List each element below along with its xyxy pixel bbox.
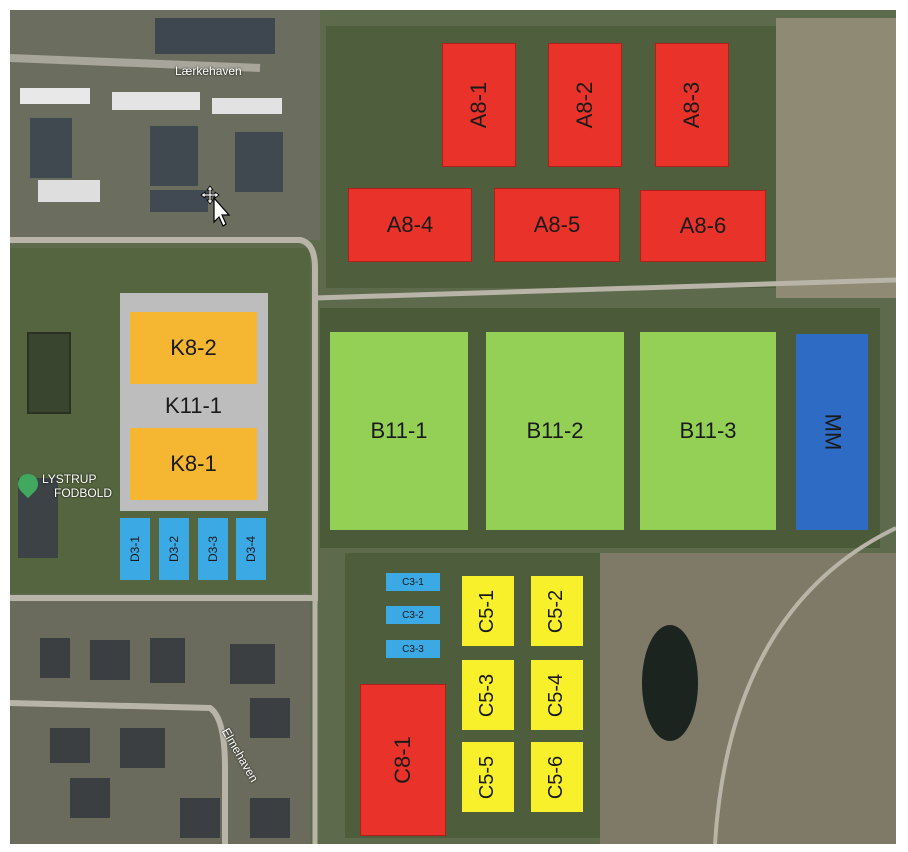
house	[50, 728, 90, 763]
building	[150, 190, 208, 212]
building	[150, 126, 198, 186]
field-b11-3[interactable]: B11-3	[640, 332, 776, 530]
field-c3-3[interactable]: C3-3	[386, 640, 440, 658]
house	[90, 640, 130, 680]
house	[70, 778, 110, 818]
move-cursor-icon	[200, 185, 231, 227]
field-label: D3-3	[205, 535, 220, 563]
field-label: C5-6	[545, 755, 568, 799]
field-label: C5-2	[545, 589, 568, 633]
field-c8-1[interactable]: C8-1	[360, 684, 446, 836]
aerial-map: Lærkehaven Elmehaven LYSTRUP FODBOLD A8-…	[10, 8, 896, 844]
field-label: A8-3	[678, 81, 704, 129]
house	[250, 698, 290, 738]
field-label: C3-3	[402, 643, 424, 655]
field-d3-1[interactable]: D3-1	[120, 518, 150, 580]
field-a8-4[interactable]: A8-4	[348, 188, 472, 262]
house	[120, 728, 165, 768]
field-label: K11-1	[164, 393, 223, 418]
field-k11-1[interactable]: K11-1	[130, 386, 257, 426]
place-label-line1: LYSTRUP	[42, 472, 97, 486]
field-a8-6[interactable]: A8-6	[640, 190, 766, 262]
field-label: B11-1	[370, 418, 428, 443]
field-label: B11-3	[679, 418, 737, 443]
field-c5-6[interactable]: C5-6	[531, 742, 583, 812]
field-k8-1[interactable]: K8-1	[130, 428, 257, 500]
field-c5-5[interactable]: C5-5	[462, 742, 514, 812]
building	[155, 18, 275, 54]
building	[112, 92, 200, 110]
road-laerkehaven	[10, 54, 261, 72]
house	[230, 644, 275, 684]
field-label: C3-2	[402, 609, 424, 621]
field-label: MM	[820, 413, 845, 451]
building	[235, 132, 283, 192]
field-label: D3-2	[166, 535, 181, 563]
field-d3-3[interactable]: D3-3	[198, 518, 228, 580]
field-a8-5[interactable]: A8-5	[494, 188, 620, 262]
path-north	[314, 277, 896, 301]
small-pitch-west	[27, 332, 71, 414]
field-label: K8-2	[170, 335, 217, 360]
field-label: C5-1	[476, 589, 499, 633]
house	[180, 798, 220, 838]
field-a8-3[interactable]: A8-3	[655, 43, 729, 167]
house	[40, 638, 70, 678]
field-d3-4[interactable]: D3-4	[236, 518, 266, 580]
field-label: A8-2	[571, 81, 597, 129]
field-mm[interactable]: MM	[796, 334, 868, 530]
field-b11-1[interactable]: B11-1	[330, 332, 468, 530]
field-a8-2[interactable]: A8-2	[548, 43, 622, 167]
field-label: C8-1	[390, 736, 415, 784]
street-label-laerkehaven: Lærkehaven	[175, 64, 242, 78]
field-label: C3-1	[402, 576, 424, 588]
field-k8-2[interactable]: K8-2	[130, 312, 257, 384]
field-c5-2[interactable]: C5-2	[531, 576, 583, 646]
field-label: D3-1	[127, 535, 142, 563]
path-southeast	[713, 526, 896, 844]
house	[250, 798, 290, 838]
field-label: C5-3	[476, 673, 499, 717]
field-c3-1[interactable]: C3-1	[386, 573, 440, 591]
pond	[642, 625, 698, 741]
field-label: C5-5	[476, 755, 499, 799]
house	[150, 638, 185, 683]
field-label: C5-4	[545, 673, 568, 717]
field-label: A8-5	[533, 212, 581, 237]
building	[30, 118, 72, 178]
building	[212, 98, 282, 114]
field-label: A8-1	[465, 81, 491, 129]
field-a8-1[interactable]: A8-1	[442, 43, 516, 167]
field-label: K8-1	[170, 451, 217, 476]
field-c5-1[interactable]: C5-1	[462, 576, 514, 646]
dry-grass-east	[776, 18, 896, 298]
field-b11-2[interactable]: B11-2	[486, 332, 624, 530]
road-elmehaven	[10, 700, 228, 844]
place-label-line2: FODBOLD	[54, 486, 113, 500]
building	[20, 88, 90, 104]
field-c5-3[interactable]: C5-3	[462, 660, 514, 730]
field-d3-2[interactable]: D3-2	[159, 518, 189, 580]
field-label: B11-2	[526, 418, 584, 443]
road-west-loop	[10, 237, 318, 601]
building	[38, 180, 100, 202]
field-label: A8-4	[386, 212, 434, 237]
field-label: A8-6	[679, 213, 727, 238]
top-strip	[0, 0, 908, 10]
field-c3-2[interactable]: C3-2	[386, 606, 440, 624]
field-label: D3-4	[243, 535, 258, 563]
field-c5-4[interactable]: C5-4	[531, 660, 583, 730]
